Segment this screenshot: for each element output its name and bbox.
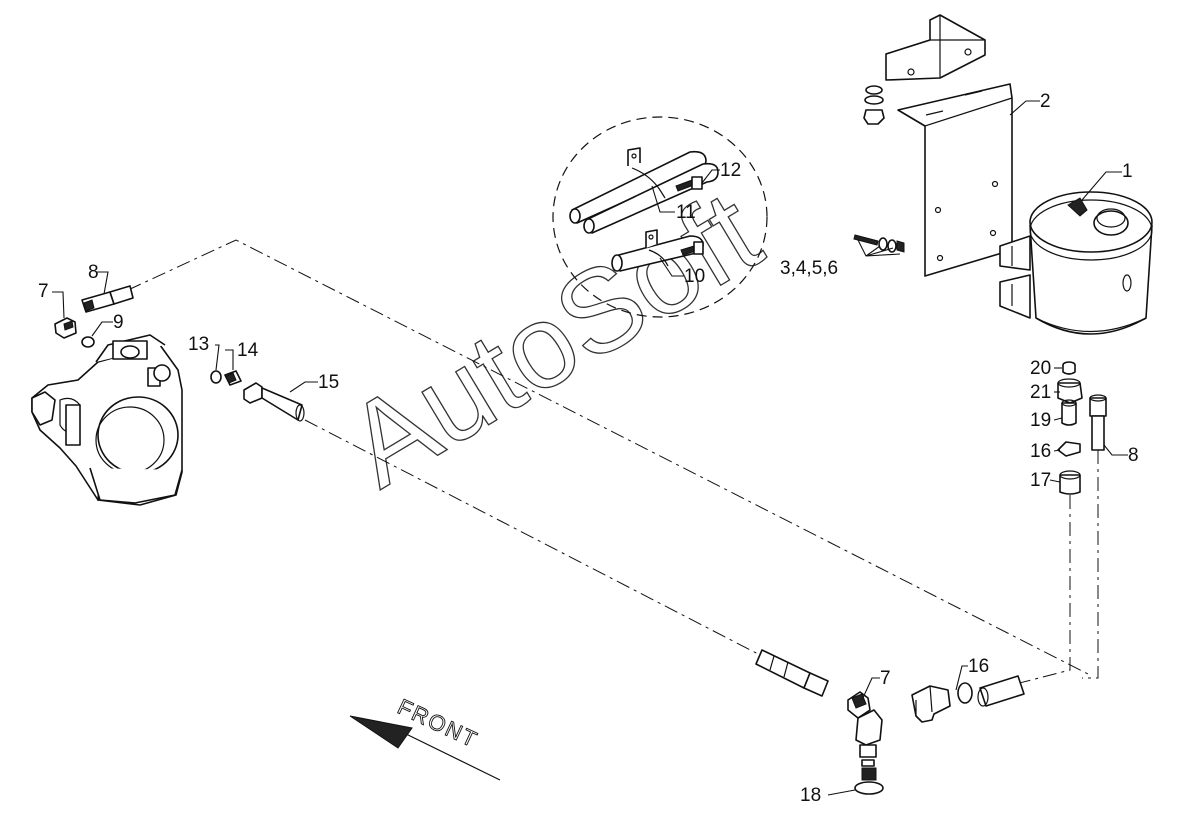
callout-3-4-5-6: 3,4,5,6 [780, 258, 838, 279]
callout-17: 17 [1030, 470, 1051, 491]
pump-elbow-fittings [847, 691, 884, 795]
callout-15: 15 [318, 372, 339, 393]
callout-12: 12 [720, 160, 741, 181]
hose-routing-lines [127, 239, 1099, 689]
callout-8-left: 8 [88, 262, 99, 283]
front-direction-indicator: FRONT [349, 693, 501, 781]
callout-10: 10 [684, 266, 705, 287]
callouts: 1 2 3,4,5,6 12 11 10 8 7 9 13 14 15 [38, 91, 1139, 806]
callout-19: 19 [1030, 410, 1051, 431]
callout-9: 9 [113, 312, 124, 333]
callout-16-lower: 16 [968, 656, 989, 677]
callout-7-left: 7 [38, 281, 49, 302]
callout-21: 21 [1030, 382, 1051, 403]
callout-8-right: 8 [1128, 445, 1139, 466]
callout-11: 11 [676, 202, 696, 223]
gear-outlet-fittings [210, 370, 305, 422]
reservoir-tank [999, 191, 1153, 335]
clamp-detail-view [552, 116, 768, 318]
gear-inlet-fittings [54, 285, 134, 348]
callout-20: 20 [1030, 358, 1051, 379]
return-line-fittings [1057, 361, 1107, 495]
return-elbow-and-hose [911, 675, 1025, 723]
callout-16-upper: 16 [1030, 441, 1051, 462]
callout-1: 1 [1122, 161, 1133, 182]
bracket-nut-washer-stack [863, 85, 885, 125]
callout-2: 2 [1040, 91, 1051, 112]
front-label: FRONT [394, 694, 482, 753]
callout-7-bottom: 7 [880, 668, 891, 689]
callout-14: 14 [237, 340, 259, 361]
steering-gear-assembly [31, 334, 183, 506]
pressure-hose-fitting [755, 649, 829, 697]
callout-13: 13 [188, 334, 209, 355]
callout-18: 18 [800, 785, 821, 806]
mounting-bracket [885, 14, 1013, 277]
bracket-bolt-set [853, 234, 905, 253]
